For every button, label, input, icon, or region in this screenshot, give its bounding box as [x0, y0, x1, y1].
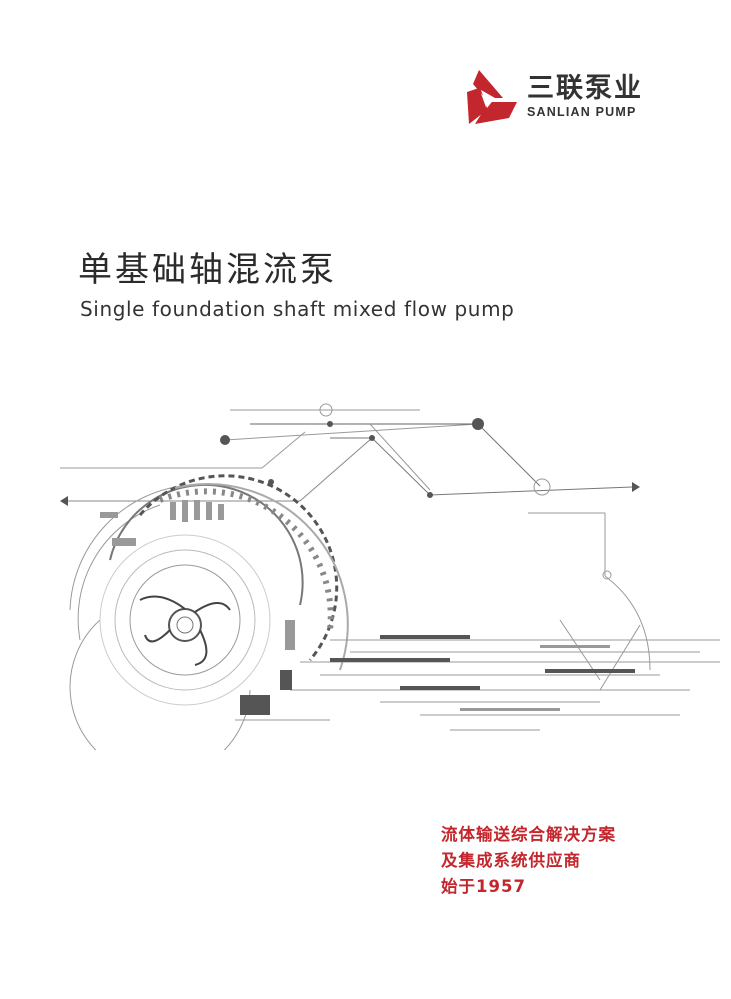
slogan-line-3: 始于1957 — [441, 877, 526, 896]
page-title-en: Single foundation shaft mixed flow pump — [80, 297, 515, 321]
brand-name-en: SANLIAN PUMP — [527, 105, 637, 119]
pump-impeller-illustration — [60, 403, 720, 750]
slogan: 流体输送综合解决方案 及集成系统供应商 始于1957 — [441, 822, 616, 900]
brand-logo: 三联泵业 SANLIAN PUMP — [465, 68, 643, 126]
slogan-line-1: 流体输送综合解决方案 — [441, 825, 616, 844]
slogan-line-2: 及集成系统供应商 — [441, 851, 581, 870]
page-title-cn: 单基础轴混流泵 — [78, 250, 337, 290]
sanlian-logo-icon — [467, 70, 517, 124]
brand-name-cn: 三联泵业 — [527, 73, 643, 104]
